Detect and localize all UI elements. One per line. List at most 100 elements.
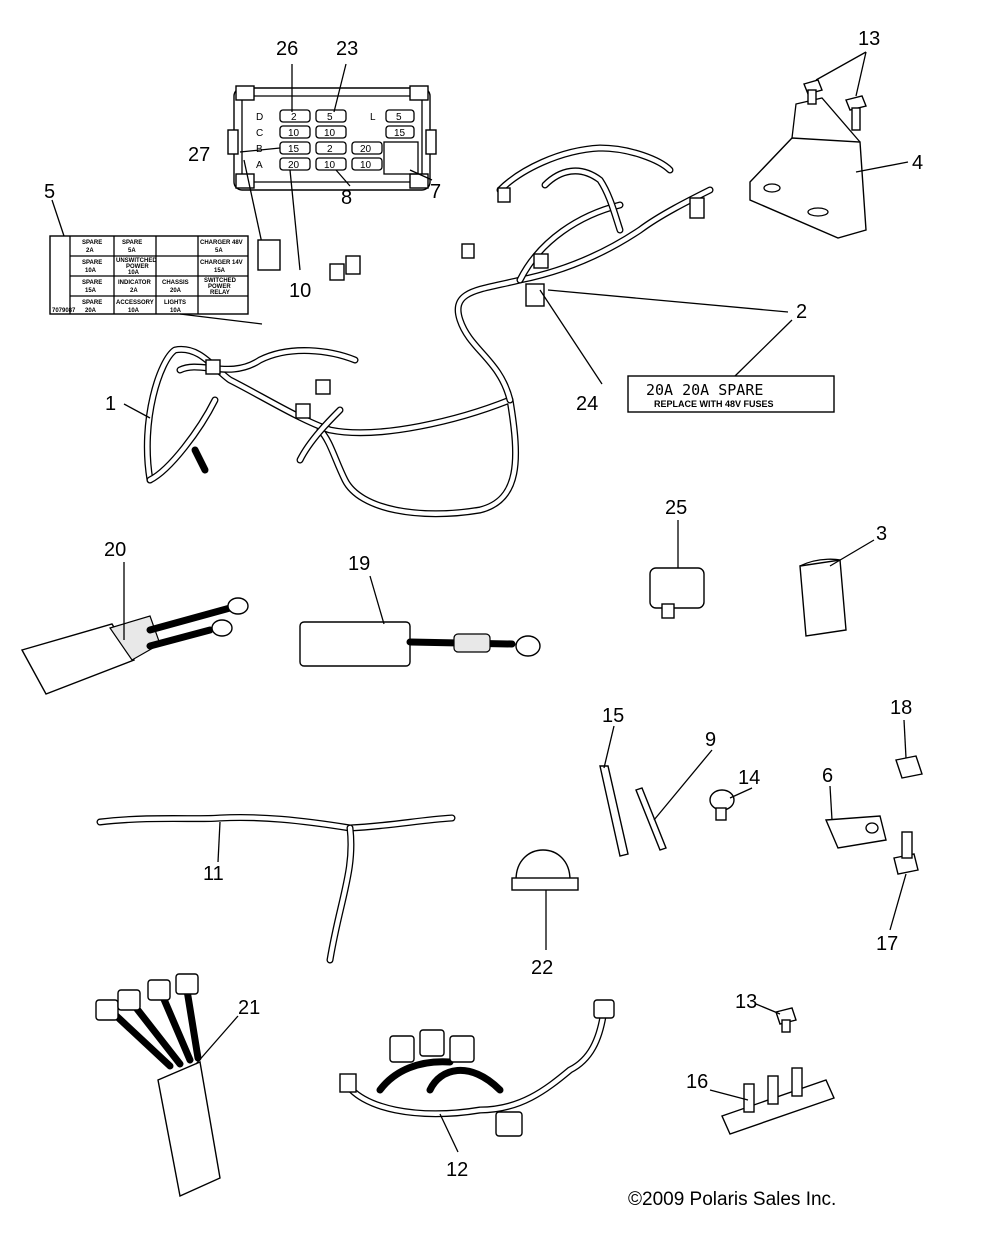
decal-line-2: REPLACE WITH 48V FUSES [654, 399, 774, 409]
chart-r4c2b: 10A [128, 308, 140, 314]
chart-r1c4: CHARGER 48V [200, 240, 243, 246]
chart-r3c4b: POWER [208, 284, 231, 290]
chart-r3c1: SPARE [82, 280, 102, 286]
fuse-b1: 15 [288, 144, 300, 155]
callout-20: 20 [104, 539, 126, 561]
callout-13-top: 13 [858, 28, 880, 50]
connector-lead-20 [20, 597, 249, 695]
fuse-row-label-a: A [256, 160, 263, 171]
callout-1: 1 [105, 393, 116, 415]
chart-r3c2b: 2A [130, 288, 138, 294]
fuse-label-chart: SPARE 2A SPARE 5A CHARGER 48V 5A SPARE 1… [49, 235, 249, 315]
cable-tie-15 [599, 765, 629, 857]
chart-r3c3b: 20A [170, 288, 182, 294]
decal-line-1: 20A 20A SPARE [646, 381, 763, 399]
chart-r4c1: SPARE [82, 300, 102, 306]
chart-part-number: 7079087 [52, 308, 76, 314]
chart-r4c3: LIGHTS [164, 300, 186, 306]
callout-3: 3 [876, 523, 887, 545]
fuse-d3: 5 [396, 112, 402, 123]
connector-25 [649, 567, 705, 619]
callout-12: 12 [446, 1159, 468, 1181]
chart-r1c4b: 5A [215, 248, 223, 254]
chart-r2c1b: 10A [85, 268, 97, 274]
cable-tie-9 [635, 787, 667, 851]
screw-top-left [803, 79, 823, 105]
fuse-c3: 15 [394, 128, 406, 139]
callout-19: 19 [348, 553, 370, 575]
chart-r3c4: SWITCHED [204, 278, 237, 284]
connector-bundle-21 [95, 973, 221, 1198]
harness-11 [96, 813, 456, 964]
chart-r2c2b: POWER [126, 264, 149, 270]
callout-6: 6 [822, 765, 833, 787]
fuse-box: D C B A 2 5 L 5 10 10 15 15 2 20 20 10 1… [227, 85, 437, 191]
callout-9: 9 [705, 729, 716, 751]
callout-15: 15 [602, 705, 624, 727]
callout-2: 2 [796, 301, 807, 323]
fuse-c2: 10 [324, 128, 336, 139]
callout-17: 17 [876, 933, 898, 955]
fuse-marker-l: L [370, 112, 376, 123]
fuse-a3: 10 [360, 160, 372, 171]
chart-r2c4b: 15A [214, 268, 226, 274]
p-clamp-6 [824, 815, 887, 849]
bracket [749, 97, 867, 239]
chart-r2c2c: 10A [128, 270, 140, 276]
chart-r4c2: ACCESSORY [116, 300, 154, 306]
screw-lower [775, 1007, 797, 1033]
chart-r2c2: UNSWITCHED [116, 258, 157, 264]
main-harness [143, 144, 714, 518]
chart-r1c2b: 5A [128, 248, 136, 254]
chart-r1c2: SPARE [122, 240, 142, 246]
chart-r1c1: SPARE [82, 240, 102, 246]
fuse-c1: 10 [288, 128, 300, 139]
callout-27: 27 [188, 144, 210, 166]
fuse-d1: 2 [291, 112, 297, 123]
callout-13-lower: 13 [735, 991, 757, 1013]
fuse-a1: 20 [288, 160, 300, 171]
chart-r1c1b: 2A [86, 248, 94, 254]
fuse-d2: 5 [327, 112, 333, 123]
callout-7: 7 [430, 181, 441, 203]
chart-r3c3: CHASSIS [162, 280, 189, 286]
fuse-row-label-c: C [256, 128, 263, 139]
fuse-a2: 10 [324, 160, 336, 171]
callout-21: 21 [238, 997, 260, 1019]
callout-25: 25 [665, 497, 687, 519]
chart-r4c1b: 20A [85, 308, 97, 314]
sleeve-3 [799, 558, 847, 637]
fuse-decal: 20A 20A SPARE REPLACE WITH 48V FUSES [627, 375, 835, 413]
nut-18 [895, 755, 923, 779]
chart-r3c1b: 15A [85, 288, 97, 294]
chart-r4c3b: 10A [170, 308, 182, 314]
chart-r2c4: CHARGER 14V [200, 260, 243, 266]
bolt-17 [893, 831, 919, 875]
callout-5: 5 [44, 181, 55, 203]
chart-r3c4c: RELAY [210, 290, 230, 296]
callout-23: 23 [336, 38, 358, 60]
callout-10: 10 [289, 280, 311, 302]
terminal-block-16 [721, 1067, 835, 1135]
callout-22: 22 [531, 957, 553, 979]
harness-12 [339, 999, 615, 1137]
chart-r3c2: INDICATOR [118, 280, 151, 286]
callout-18: 18 [890, 697, 912, 719]
callout-24: 24 [576, 393, 598, 415]
callout-11: 11 [203, 863, 224, 885]
callout-16: 16 [686, 1071, 708, 1093]
callout-4: 4 [912, 152, 923, 174]
fuse-b3: 20 [360, 144, 372, 155]
connector-lead-19 [299, 621, 541, 667]
fuse-b2: 2 [327, 144, 333, 155]
clip-14 [709, 789, 735, 821]
callout-14: 14 [738, 767, 760, 789]
grommet-22 [511, 849, 579, 891]
screw-top-right [845, 95, 867, 131]
copyright-notice: ©2009 Polaris Sales Inc. [628, 1189, 836, 1210]
fuse-row-label-d: D [256, 112, 263, 123]
callout-8: 8 [341, 187, 352, 209]
callout-26: 26 [276, 38, 298, 60]
chart-r2c1: SPARE [82, 260, 102, 266]
